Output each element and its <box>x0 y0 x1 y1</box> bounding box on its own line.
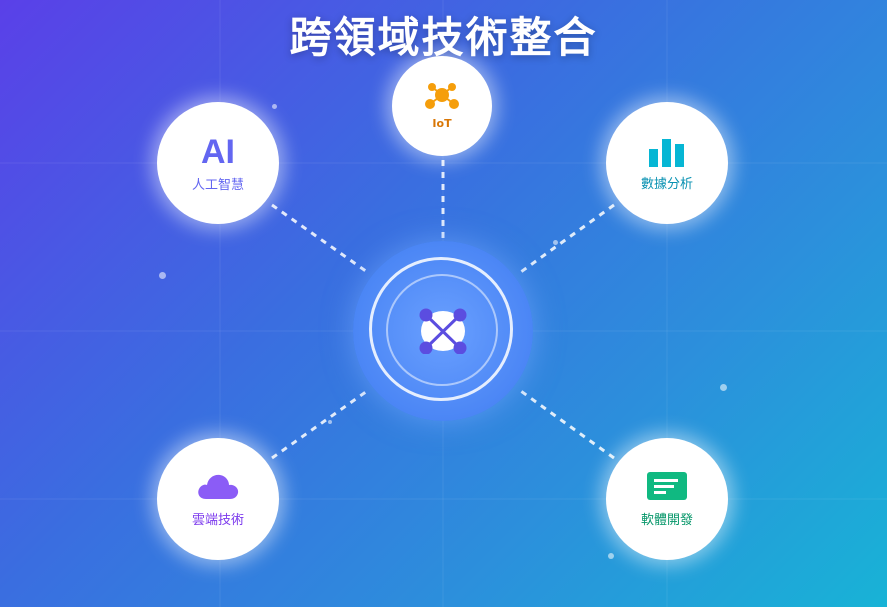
decor-dot <box>608 553 614 559</box>
connector-ai <box>271 203 371 276</box>
node-label-software: 軟體開發 <box>640 512 693 528</box>
connector-data <box>517 203 615 276</box>
node-cloud: 雲端技術 <box>157 438 279 560</box>
node-data-analysis: 數據分析 <box>606 102 728 224</box>
node-label-iot: IoT <box>432 116 452 130</box>
bar-chart-icon <box>649 138 684 167</box>
connector-cloud <box>271 387 371 460</box>
hub-ring-outer <box>369 257 513 401</box>
decor-dot <box>272 104 277 109</box>
connector-software <box>517 387 615 460</box>
iot-nodes-icon <box>425 82 459 109</box>
node-label-cloud: 雲端技術 <box>191 512 244 528</box>
cloud-icon <box>198 474 239 499</box>
decor-dot <box>328 420 332 424</box>
ai-text-icon: AI <box>201 132 235 171</box>
decor-dot <box>159 272 166 279</box>
node-ai: AI 人工智慧 <box>157 102 279 224</box>
decor-dot <box>720 384 727 391</box>
network-nodes-icon <box>419 308 467 354</box>
code-window-icon <box>647 471 687 500</box>
page-title: 跨領域技術整合 <box>289 13 598 62</box>
node-label-ai: 人工智慧 <box>191 177 244 193</box>
node-label-data: 數據分析 <box>640 176 693 192</box>
decor-dot <box>553 240 558 245</box>
hub-ring-inner <box>386 274 498 386</box>
node-iot: IoT <box>392 56 492 156</box>
node-software-dev: 軟體開發 <box>606 438 728 560</box>
